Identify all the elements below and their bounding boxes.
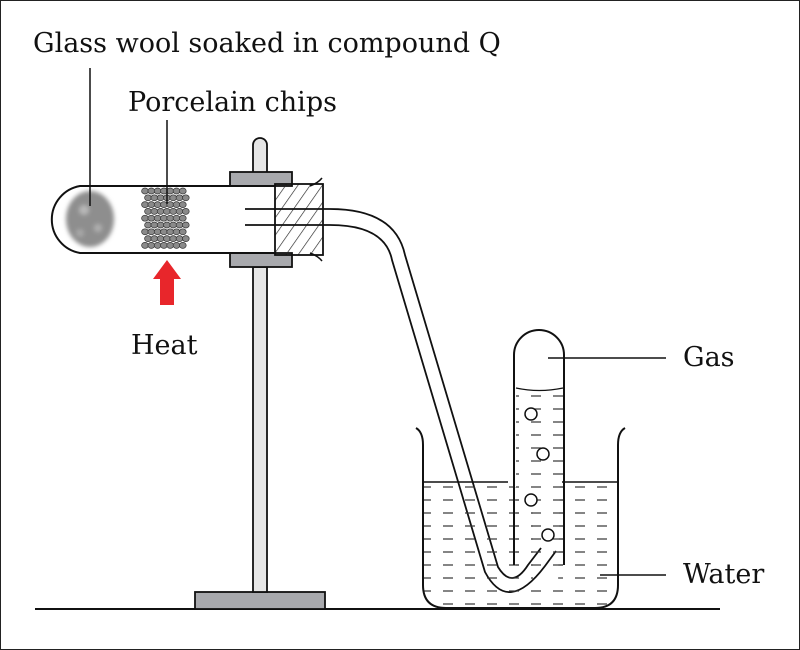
- porcelain-chip: [166, 187, 174, 195]
- porcelain-chip: [147, 201, 156, 208]
- porcelain-chip: [141, 201, 149, 208]
- gas-bubble: [541, 528, 555, 542]
- porcelain-chip: [175, 221, 184, 229]
- porcelain-chip: [156, 208, 165, 215]
- porcelain-chip: [147, 228, 156, 236]
- porcelain-chip: [150, 208, 159, 215]
- porcelain-chip: [169, 208, 177, 215]
- porcelain-chip: [179, 187, 187, 195]
- porcelain-chip: [153, 187, 162, 195]
- porcelain-chip: [160, 228, 168, 236]
- glass-wool: [66, 191, 114, 247]
- porcelain-chip: [147, 214, 156, 222]
- porcelain-chip: [163, 208, 171, 215]
- label-heat: Heat: [131, 330, 198, 361]
- heat-arrow-icon: [153, 260, 181, 305]
- porcelain-chip: [153, 242, 162, 249]
- porcelain-chip: [175, 235, 184, 242]
- water-in-tube: [516, 390, 563, 568]
- rubber-stopper: [274, 183, 324, 256]
- porcelain-chip: [182, 208, 190, 215]
- porcelain-chip: [172, 187, 181, 195]
- porcelain-chip: [144, 208, 152, 215]
- porcelain-chip: [179, 242, 187, 249]
- porcelain-chip: [147, 242, 156, 249]
- porcelain-chip: [182, 235, 190, 242]
- porcelain-chip: [141, 187, 149, 195]
- porcelain-chip: [166, 242, 174, 249]
- porcelain-chip: [175, 208, 184, 215]
- porcelain-chip: [169, 194, 177, 202]
- porcelain-chip: [156, 194, 165, 202]
- porcelain-chip: [182, 221, 190, 229]
- porcelain-chip: [166, 201, 174, 208]
- porcelain-chip: [141, 228, 149, 236]
- porcelain-chip: [153, 214, 162, 222]
- porcelain-chip: [141, 214, 149, 222]
- gas-bubbles: [524, 407, 555, 542]
- porcelain-chip: [150, 235, 159, 242]
- stand-base: [194, 591, 326, 610]
- porcelain-chip: [172, 214, 181, 222]
- porcelain-chip: [144, 235, 152, 242]
- stand-rod: [252, 266, 268, 593]
- porcelain-chip: [169, 221, 177, 229]
- porcelain-chip: [175, 194, 184, 202]
- porcelain-chip: [166, 214, 174, 222]
- porcelain-chip: [147, 187, 156, 195]
- porcelain-chip: [156, 235, 165, 242]
- porcelain-chip: [150, 221, 159, 229]
- porcelain-chip: [153, 201, 162, 208]
- porcelain-chip: [144, 194, 152, 202]
- porcelain-chip: [179, 201, 187, 208]
- porcelain-chip: [172, 201, 181, 208]
- porcelain-chips: [141, 187, 190, 249]
- porcelain-chip: [169, 235, 177, 242]
- porcelain-chip: [163, 221, 171, 229]
- label-water: Water: [683, 559, 764, 590]
- label-glass-wool: Glass wool soaked in compound Q: [33, 28, 501, 59]
- porcelain-chip: [172, 228, 181, 236]
- porcelain-chip: [166, 228, 174, 236]
- stand-rod-top: [252, 137, 268, 172]
- label-porcelain-chips: Porcelain chips: [128, 87, 337, 118]
- label-gas: Gas: [683, 342, 735, 373]
- porcelain-chip: [172, 242, 181, 249]
- porcelain-chip: [144, 221, 152, 229]
- gas-collection-tube: [513, 329, 565, 568]
- porcelain-chip: [160, 242, 168, 249]
- porcelain-chip: [150, 194, 159, 202]
- porcelain-chip: [156, 221, 165, 229]
- porcelain-chip: [160, 214, 168, 222]
- porcelain-chip: [182, 194, 190, 202]
- gas-bubble: [524, 407, 538, 421]
- porcelain-chip: [163, 235, 171, 242]
- gas-bubble: [536, 447, 550, 461]
- gas-bubble: [524, 493, 538, 507]
- porcelain-chip: [179, 214, 187, 222]
- porcelain-chip: [141, 242, 149, 249]
- porcelain-chip: [179, 228, 187, 236]
- porcelain-chip: [153, 228, 162, 236]
